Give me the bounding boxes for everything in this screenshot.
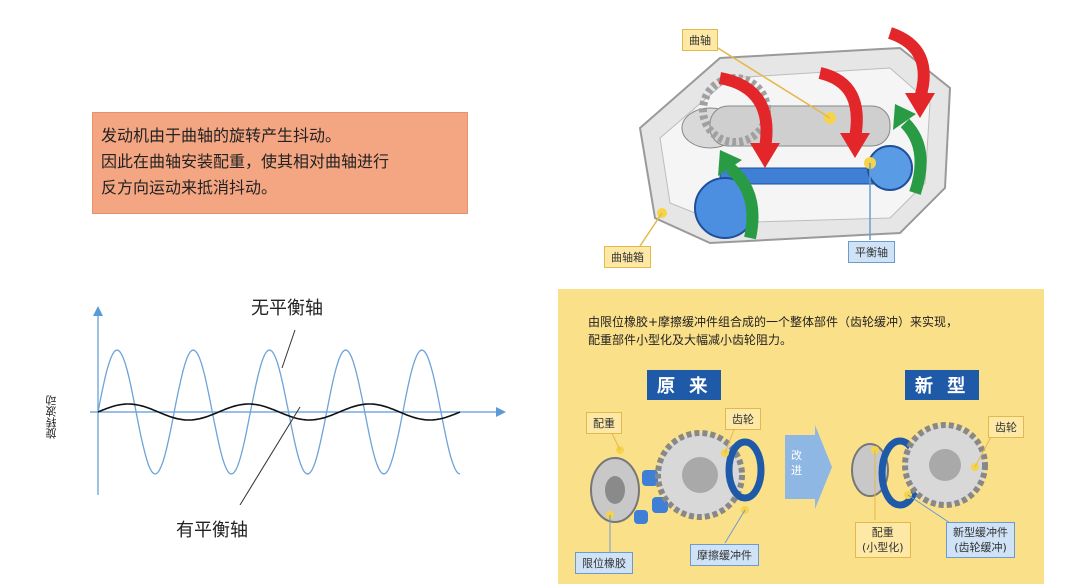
new-weight-label: 配重 (小型化) [855,522,911,558]
engine-illustration [638,27,952,247]
new-weight-part [851,443,889,497]
old-title: 原 来 [647,370,722,400]
red-arrow-3 [887,27,930,100]
new-damper-label-line-1: 新型缓冲件 [953,526,1008,539]
balancer-shaft-label: 平衡轴 [848,241,895,263]
old-friction-label: 摩擦缓冲件 [690,544,759,566]
panel-description: 由限位橡胶+摩擦缓冲件组合成的一个整体部件（齿轮缓冲）来实现，配重部件小型化及大… [588,315,959,347]
friction-damper-part [725,438,765,502]
wave-without-balancer [97,349,461,475]
note-line-2: 因此在曲轴安装配重，使其相对曲轴进行 [101,152,390,171]
without-balancer-label: 无平衡轴 [251,298,323,319]
crankcase-label: 曲轴箱 [604,246,651,268]
wave-with-balancer [97,403,461,421]
new-damper-label-line-2: (齿轮缓冲) [954,541,1007,554]
new-gear-label: 齿轮 [988,416,1024,438]
green-arrow-1 [725,163,759,240]
green-arrow-2 [900,118,927,195]
rubber-block-1 [642,470,658,486]
crankshaft-label: 曲轴 [682,29,718,51]
wave-chart [90,306,506,505]
old-weight-label: 配重 [586,412,622,434]
improve-arrow [785,425,832,509]
red-arrow-1 [718,72,773,149]
without-pointer-line [281,329,296,369]
old-gear-label: 齿轮 [725,408,761,430]
rubber-block-3 [634,510,648,524]
with-balancer-label: 有平衡轴 [176,520,248,541]
improve-label-line-1: 改 [791,449,802,462]
red-arrow-2 [818,67,863,140]
new-weight-label-line-2: (小型化) [862,541,904,554]
note-line-3: 反方向运动来抵消抖动。 [101,178,278,197]
damper-illustration [590,422,993,553]
improve-label-line-2: 进 [791,464,802,477]
new-title: 新 型 [905,370,980,400]
balancer-weight [867,145,913,191]
old-rubber-label: 限位橡胶 [575,552,633,574]
improve-label: 改 进 [791,448,802,478]
note-line-1: 发动机由于曲轴的旋转产生抖动。 [101,126,342,145]
with-pointer-line [239,406,301,505]
explanation-note: 发动机由于曲轴的旋转产生抖动。 因此在曲轴安装配重，使其相对曲轴进行 反方向运动… [92,112,468,214]
wave-y-axis-label: 旋转波动 [45,395,58,439]
new-damper-label: 新型缓冲件 (齿轮缓冲) [946,522,1015,558]
new-weight-label-line-1: 配重 [871,526,894,539]
